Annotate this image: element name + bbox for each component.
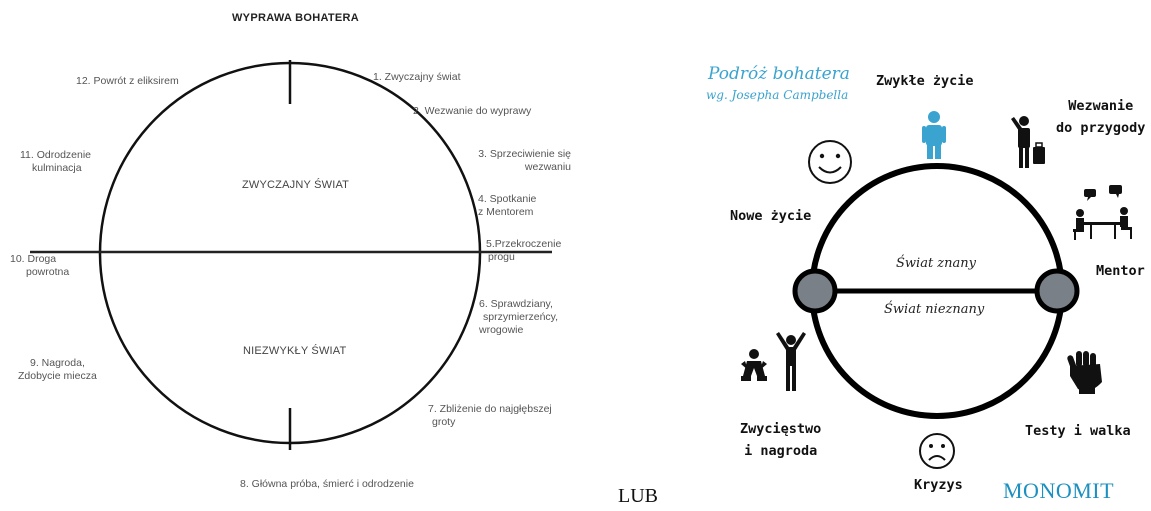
ordinary-world-label: ZWYCZAJNY ŚWIAT [242,179,350,191]
monomit-label: MONOMIT [1003,478,1115,503]
stage-1-label: 1. Zwyczajny świat [373,71,461,83]
person-icon [922,111,946,159]
special-world-label: NIEZWYKŁY ŚWIAT [243,345,347,357]
stage-mentor: Mentor [1096,263,1145,279]
right-node [1034,268,1080,314]
brand-subtitle: wg. Josepha Campbella [706,88,849,102]
stage-6-label: 6. Sprawdziany, sprzymierzeńcy, wrogowie [479,298,559,336]
meeting-icon [1073,185,1132,240]
celebration-icon [741,332,806,391]
sad-face-icon [919,433,955,469]
stage-new-life: Nowe życie [730,208,812,224]
stage-2-label: 2. Wezwanie do wyprawy [413,105,532,117]
stage-8-label: 8. Główna próba, śmierć i odrodzenie [240,478,414,490]
known-world-label: Świat znany [896,256,976,271]
fist-icon [1067,351,1102,394]
separator-text: LUB [618,485,658,507]
briefcase-person-icon [1011,116,1045,168]
left-diagram-title: WYPRAWA BOHATERA [232,12,360,24]
stage-9-label: 9. Nagroda,Zdobycie miecza [18,357,97,382]
brand-title: Podróż bohatera [708,64,850,84]
stage-12-label: 12. Powrót z eliksirem [76,75,179,87]
stage-tests-battle: Testy i walka [1025,423,1131,439]
left-node [792,268,838,314]
smile-icon [808,140,852,184]
stage-crisis: Kryzys [914,477,963,493]
stage-ordinary-life: Zwykłe życie [876,73,974,89]
unknown-world-label: Świat nieznany [884,302,985,317]
